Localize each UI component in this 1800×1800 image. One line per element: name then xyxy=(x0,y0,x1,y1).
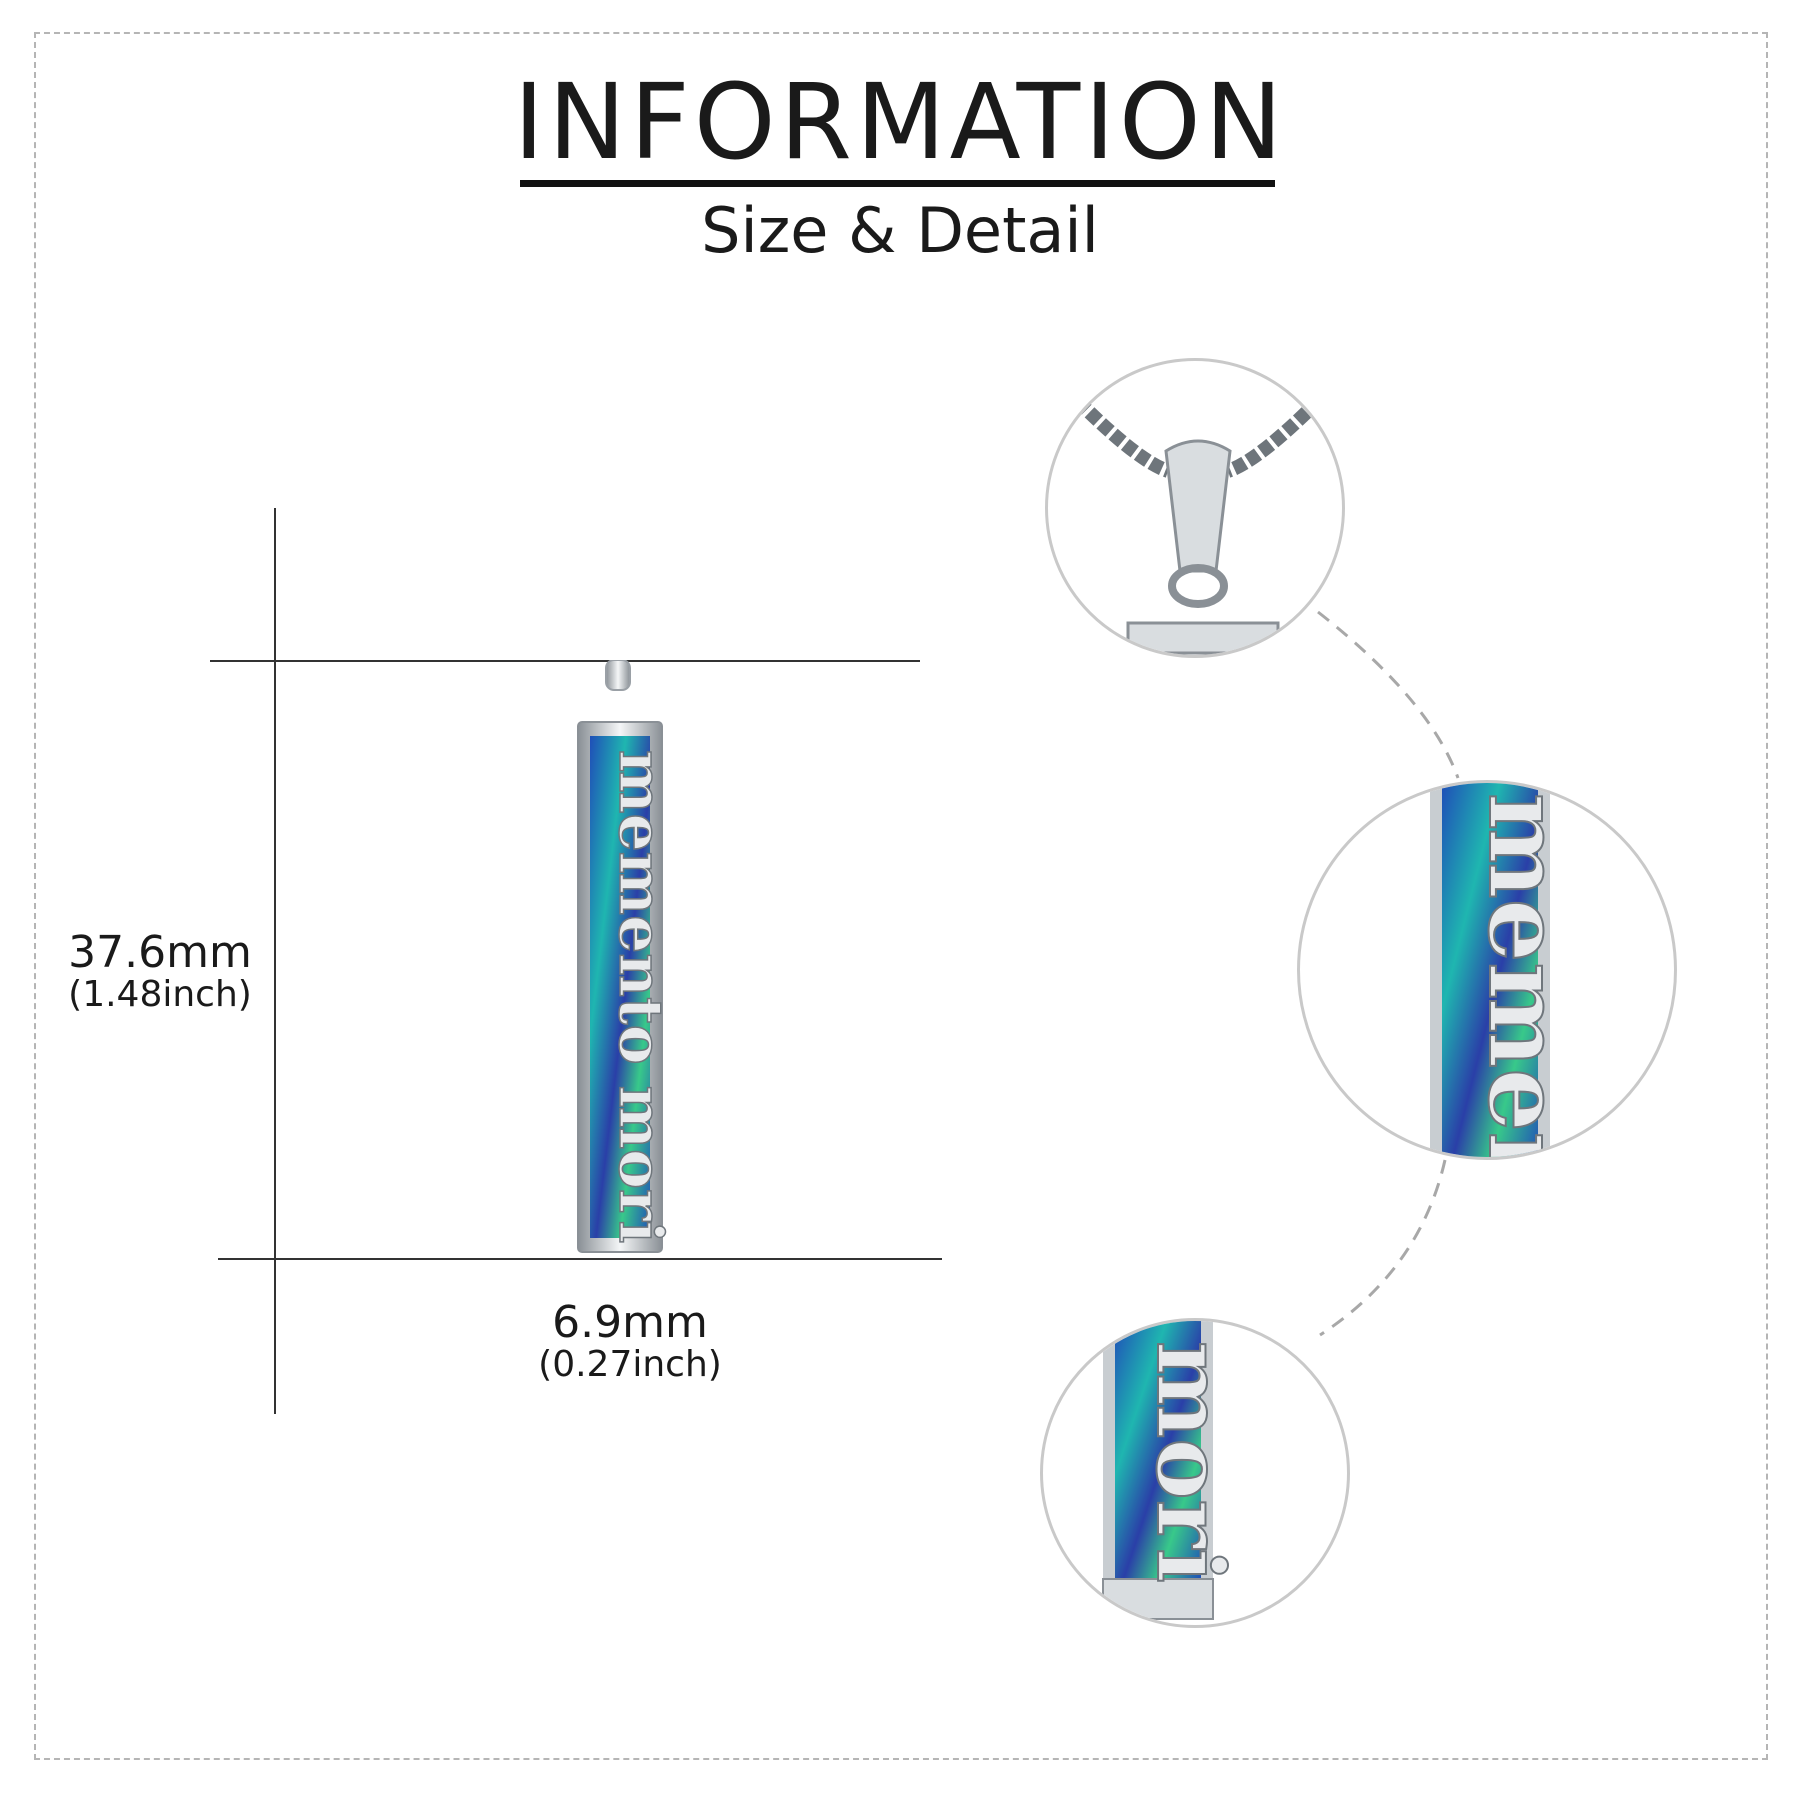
width-inch: (0.27inch) xyxy=(538,1344,722,1386)
page-title: INFORMATION xyxy=(513,61,1287,183)
height-mm: 37.6mm xyxy=(68,927,252,978)
height-guide-vertical xyxy=(274,508,276,1414)
bottom-guide-horizontal xyxy=(218,1258,942,1260)
svg-text:memento: memento xyxy=(1466,793,1584,1160)
width-mm: 6.9mm xyxy=(552,1297,708,1348)
dashed-frame xyxy=(34,32,1768,1760)
pendant-image: memento mori xyxy=(577,660,676,1253)
detail-mori-circle: mori xyxy=(1040,1318,1350,1628)
title-underline xyxy=(520,180,1275,187)
width-label: 6.9mm (0.27inch) xyxy=(460,1297,800,1386)
detail-bail-circle xyxy=(1045,358,1345,658)
top-guide-horizontal xyxy=(210,660,920,662)
height-inch: (1.48inch) xyxy=(68,974,252,1016)
height-label: 37.6mm (1.48inch) xyxy=(50,927,270,1016)
detail-memento-circle: memento xyxy=(1297,780,1677,1160)
pendant-engraving: memento mori xyxy=(605,750,675,1243)
page-subtitle: Size & Detail xyxy=(701,194,1099,267)
svg-text:mori: mori xyxy=(1136,1341,1244,1583)
